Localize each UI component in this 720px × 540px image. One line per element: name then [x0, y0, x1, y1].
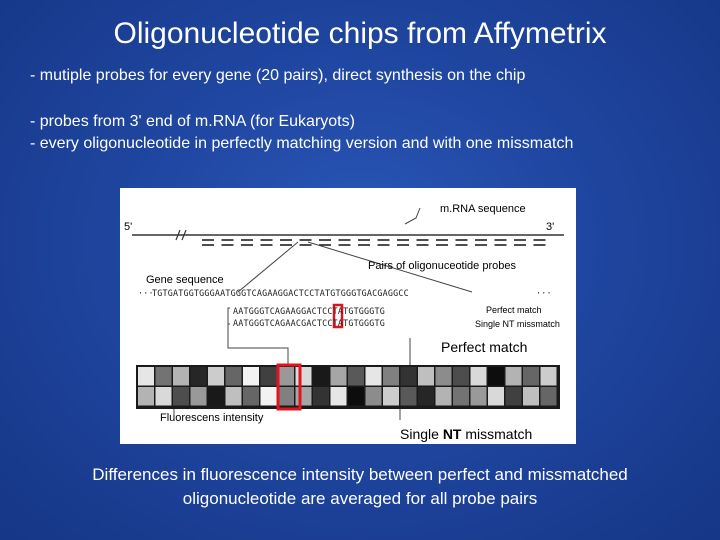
chip-cell [365, 367, 382, 386]
chip-cell [435, 387, 452, 406]
chip-cell [435, 367, 452, 386]
chip-cell [470, 387, 487, 406]
chip-cell [295, 367, 312, 386]
probe-diagram-svg [132, 207, 564, 420]
chip-cell [330, 367, 347, 386]
chip-cell [348, 367, 364, 386]
gene-seq-dots-right: ··· [536, 288, 552, 298]
probe-pairs-label: Pairs of oligonuceotide probes [368, 260, 516, 272]
chip-cell [295, 387, 312, 406]
chip-cell [488, 387, 504, 406]
probe-perfect-match-label: Perfect match [486, 305, 542, 315]
chip-cell [453, 367, 469, 386]
probe-mismatch-seq: AATGGGTCAGAACGACTCCTATGTGGGTG [233, 318, 386, 328]
chip-cell [260, 367, 277, 386]
probe-dashes-group [202, 239, 546, 246]
probe-diagram-figure: m.RNA sequence 5' 3' Pairs of oligonuceo… [120, 188, 576, 444]
chip-cell [540, 367, 557, 386]
zoom-line-left [237, 241, 299, 293]
chip-cell [505, 367, 522, 386]
chip-cell [260, 387, 277, 406]
slide-title: Oligonucleotide chips from Affymetrix [113, 17, 607, 50]
footer-line-1: Differences in fluorescence intensity be… [92, 465, 628, 484]
chip-cell [208, 367, 224, 386]
gene-sequence-text: TGTGATGGTGGGAATGGGTCAGAAGGACTCCTATGTGGGT… [152, 288, 409, 298]
perfect-match-callout: Perfect match [441, 339, 528, 355]
chip-cell [225, 367, 242, 386]
chip-cell [138, 387, 154, 406]
chip-cell [313, 387, 329, 406]
three-prime-label: 3' [546, 221, 555, 233]
chip-cell [523, 387, 539, 406]
footer-line-2: oligonucleotide are averaged for all pro… [182, 489, 538, 508]
probe-mismatch-label: Single NT missmatch [475, 319, 560, 329]
probe-to-chip-connector [227, 316, 289, 370]
mrna-break-mark [175, 229, 187, 241]
chip-cell [225, 387, 242, 406]
chip-cell [348, 387, 364, 406]
bullet-multiple-probes: - mutiple probes for every gene (20 pair… [30, 67, 526, 84]
chip-cell [208, 387, 224, 406]
chip-cell [400, 367, 417, 386]
chip-cell [138, 367, 154, 386]
chip-cell [155, 387, 172, 406]
chip-cell [488, 367, 504, 386]
chip-cell [505, 387, 522, 406]
chip-pair-highlight [276, 363, 302, 411]
chip-cell [400, 387, 417, 406]
mrna-label-leader [404, 207, 421, 225]
chip-cell [365, 387, 382, 406]
chip-cell [453, 387, 469, 406]
chip-cell [190, 387, 207, 406]
bullet-three-prime-end: - probes from 3' end of m.RNA (for Eukar… [30, 113, 355, 130]
chip-cell [278, 367, 294, 386]
chip-cell [523, 367, 539, 386]
chip-cell [383, 367, 399, 386]
chip-cell [313, 367, 329, 386]
chip-cell [418, 367, 434, 386]
gene-seq-dots-left: ··· [138, 288, 154, 298]
chip-cell [278, 387, 294, 406]
chip-cells-group [136, 365, 560, 409]
single-nt-mismatch-callout: Single NT missmatch [400, 426, 533, 442]
chip-cell [243, 387, 259, 406]
bullet-match-mismatch: - every oligonucleotide in perfectly mat… [30, 135, 574, 152]
chip-cell [383, 387, 399, 406]
mismatch-base-highlight [332, 303, 344, 329]
chip-cell [243, 367, 259, 386]
slide-footer: Differences in fluorescence intensity be… [0, 463, 720, 511]
five-prime-label: 5' [124, 221, 133, 233]
chip-cell [190, 367, 207, 386]
zoom-line-right [307, 241, 473, 293]
mrna-sequence-label: m.RNA sequence [440, 203, 526, 215]
chip-cell [173, 367, 189, 386]
chip-cell [418, 387, 434, 406]
chip-cell [540, 387, 557, 406]
chip-cell [470, 367, 487, 386]
fluorescence-intensity-label: Fluorescens intensity [160, 412, 264, 424]
chip-cell [330, 387, 347, 406]
probe-perfect-match-seq: AATGGGTCAGAAGGACTCCTATGTGGGTG [233, 306, 386, 316]
gene-sequence-label: Gene sequence [146, 274, 224, 286]
chip-cell [173, 387, 189, 406]
chip-cell [155, 367, 172, 386]
